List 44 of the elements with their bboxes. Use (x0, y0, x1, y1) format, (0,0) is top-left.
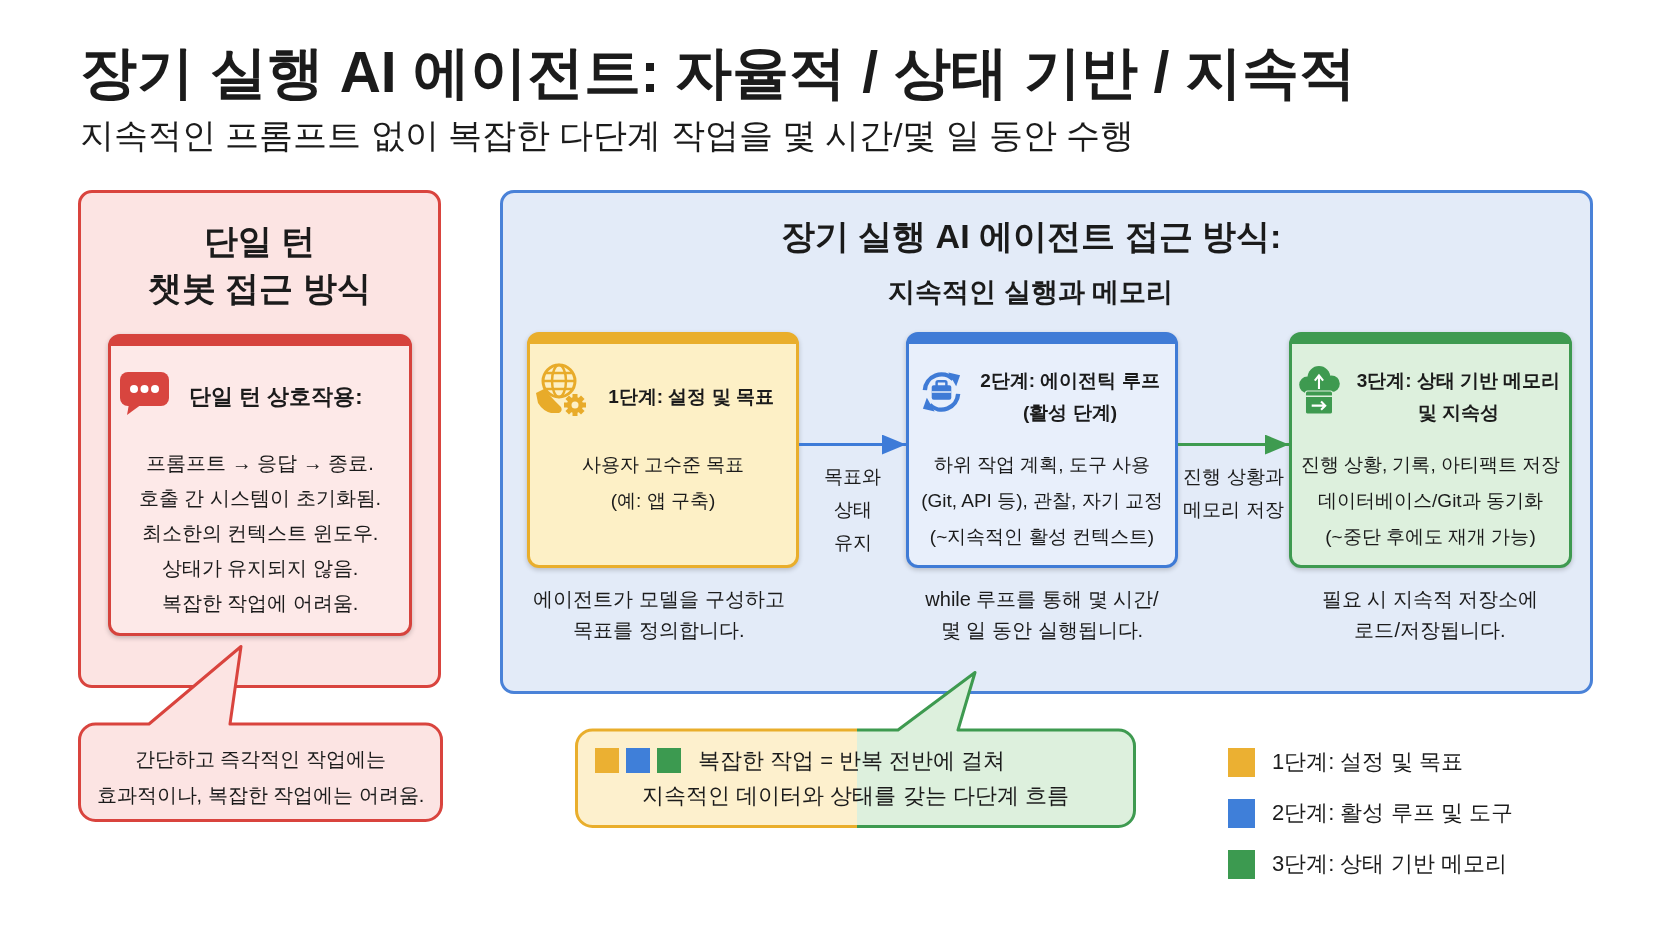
panel-subheading: 지속적인 실행과 메모리 (888, 276, 1174, 309)
panel (78, 190, 441, 688)
stage-card (906, 332, 1178, 568)
stage-text: (~지속적인 활성 컨텍스트) (929, 525, 1155, 549)
legend-text: 3단계: 상태 기반 메모리 (1272, 850, 1507, 878)
stage-heading: 1단계: 설정 및 목표 (608, 385, 774, 409)
stage-text: (예: 앱 구축) (610, 489, 716, 513)
stage-card (1289, 332, 1572, 568)
stage-text: 하위 작업 계획, 도구 사용 (933, 453, 1151, 477)
panel-heading: 챗봇 접근 방식 (148, 268, 371, 309)
speech-bubble (575, 671, 1136, 828)
bubble-text: 지속적인 데이터와 상태를 갖는 다단계 흐름 (642, 782, 1069, 810)
legend-text: 2단계: 활성 루프 및 도구 (1272, 799, 1513, 827)
edge-label: 목표와 상태 유지 (823, 464, 882, 555)
card-heading: 단일 턴 상호작용: (189, 383, 363, 411)
subtitle: 지속적인 프롬프트 없이 복잡한 다단계 작업을 몇 시간/몇 일 동안 수행 (80, 116, 1135, 156)
panel-heading: 장기 실행 AI 에이전트 접근 방식: (780, 216, 1282, 257)
stage-text: 데이터베이스/Git과 동기화 (1318, 489, 1543, 513)
stage-heading: 2단계: 에이전틱 루프 (활성 단계) (979, 369, 1161, 425)
panel-heading: 단일 턴 (203, 221, 316, 262)
edge-label: 진행 상황과 메모리 저장 (1182, 464, 1285, 522)
stage-card (527, 332, 799, 568)
body-text: 상태가 유지되지 않음. (161, 556, 359, 581)
caption-text: 필요 시 지속적 저장소에 로드/저장됩니다. (1320, 587, 1540, 643)
info-card (108, 334, 412, 636)
panel (500, 190, 1593, 694)
caption-text: while 루프를 통해 몇 시간/ 몇 일 동안 실행됩니다. (924, 587, 1160, 643)
caption-text: 에이전트가 모델을 구성하고 목표를 정의합니다. (532, 587, 786, 643)
stage-text: (~중단 후에도 재개 가능) (1325, 525, 1536, 549)
arrow (1178, 434, 1289, 455)
body-text: 프롬프트 → 응답 → 종료. (146, 451, 374, 476)
body-text: 호출 간 시스템이 초기화됨. (138, 486, 382, 511)
stage-heading: 3단계: 상태 기반 메모리 및 지속성 (1355, 369, 1562, 425)
body-text: 복잡한 작업에 어려움. (161, 591, 359, 616)
stage-text: (Git, API 등), 관찰, 자기 교정 (921, 489, 1163, 513)
title: 장기 실행 AI 에이전트: 자율적 / 상태 기반 / 지속적 (80, 39, 1357, 106)
bubble-text: 간단하고 즉각적인 작업에는 효과적이나, 복잡한 작업에는 어려움. (95, 747, 426, 808)
speech-bubble (78, 645, 443, 822)
body-text: 최소한의 컨텍스트 윈도우. (141, 521, 379, 546)
stage-text: 진행 상황, 기록, 아티팩트 저장 (1300, 453, 1561, 477)
arrow (799, 434, 906, 455)
bubble-text: 복잡한 작업 = 반복 전반에 걸쳐 (698, 747, 1006, 775)
stage-text: 사용자 고수준 목표 (581, 453, 745, 477)
legend-text: 1단계: 설정 및 목표 (1272, 748, 1463, 776)
